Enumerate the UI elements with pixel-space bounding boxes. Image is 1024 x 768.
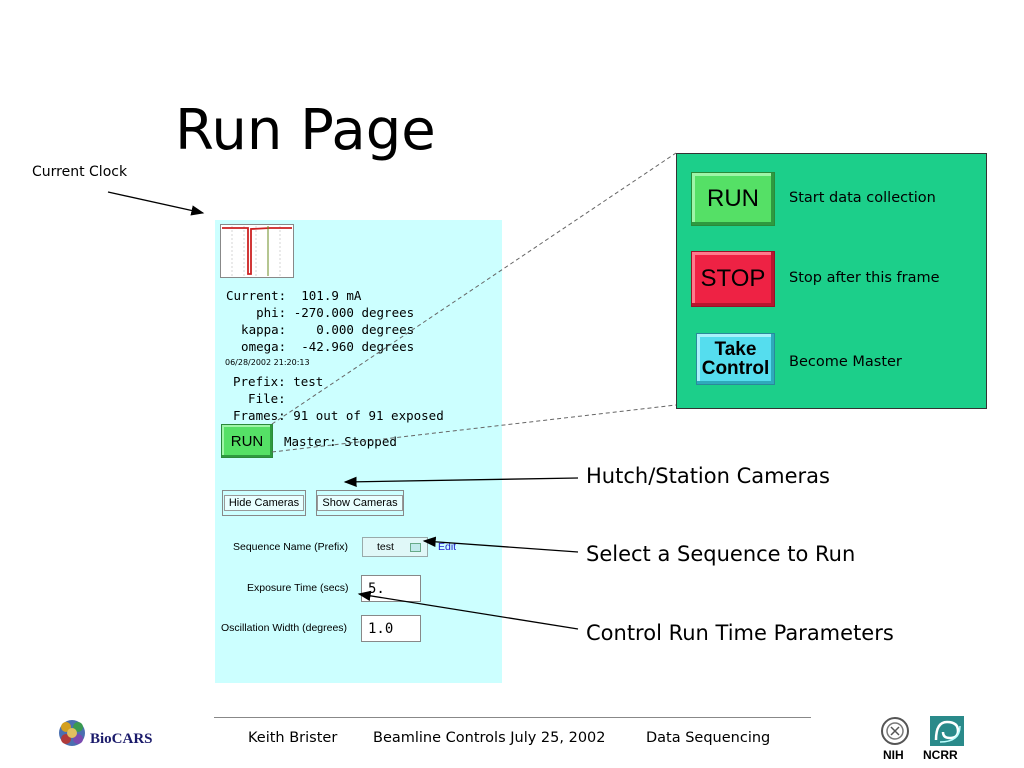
show-cameras-button[interactable]: Show Cameras	[316, 490, 404, 516]
take-control-line2: Control	[701, 358, 770, 379]
legend-run-desc: Start data collection	[789, 190, 936, 206]
legend-take-control-desc: Become Master	[789, 354, 902, 370]
status-current: Current: 101.9 mA	[226, 288, 362, 303]
sequence-select-value: test	[377, 541, 394, 553]
hide-cameras-button[interactable]: Hide Cameras	[222, 490, 306, 516]
footer-divider	[214, 717, 811, 718]
slide-title: Run Page	[175, 98, 436, 163]
legend-run-button: RUN	[691, 172, 775, 226]
info-prefix: Prefix: test	[233, 374, 324, 389]
footer-author: Keith Brister	[248, 730, 338, 746]
master-status: Master: Stopped	[284, 434, 397, 449]
info-file: File:	[233, 391, 286, 406]
current-clock-graph-icon	[220, 224, 294, 278]
take-control-line1: Take	[714, 339, 757, 360]
select-knob-icon	[410, 543, 421, 552]
biocars-logo-text: BioCARS	[90, 731, 153, 747]
nih-label: NIH	[883, 748, 904, 762]
footer-event: Beamline Controls July 25, 2002	[373, 730, 606, 746]
select-sequence-annotation: Select a Sequence to Run	[586, 542, 856, 566]
biocars-logo-icon	[59, 720, 85, 746]
sequence-select[interactable]: test	[362, 537, 428, 557]
legend-stop-desc: Stop after this frame	[789, 270, 940, 286]
oscillation-width-input[interactable]	[361, 615, 421, 642]
ncrr-label: NCRR	[923, 748, 958, 762]
oscillation-width-label: Oscillation Width (degrees)	[221, 622, 348, 634]
control-params-annotation: Control Run Time Parameters	[586, 621, 894, 645]
current-clock-label: Current Clock	[32, 164, 128, 180]
footer-topic: Data Sequencing	[646, 730, 771, 746]
hutch-cameras-annotation: Hutch/Station Cameras	[586, 464, 830, 488]
run-button[interactable]: RUN	[221, 424, 273, 458]
show-cameras-label: Show Cameras	[317, 495, 403, 511]
exposure-time-label: Exposure Time (secs)	[247, 582, 349, 594]
hide-cameras-label: Hide Cameras	[223, 495, 305, 511]
ncrr-logo-icon	[930, 716, 964, 746]
status-phi: phi: -270.000 degrees	[226, 305, 415, 320]
status-kappa: kappa: 0.000 degrees	[226, 322, 415, 337]
nih-seal-icon	[881, 717, 909, 745]
sequence-name-label: Sequence Name (Prefix)	[233, 541, 348, 553]
status-omega: omega: -42.960 degrees	[226, 339, 415, 354]
edit-sequence-link[interactable]: Edit	[438, 541, 457, 553]
status-timestamp: 06/28/2002 21:20:13	[225, 358, 310, 367]
legend-stop-button: STOP	[691, 251, 775, 307]
info-frames: Frames: 91 out of 91 exposed	[233, 408, 444, 423]
legend-take-control-button: Take Control	[696, 333, 775, 385]
